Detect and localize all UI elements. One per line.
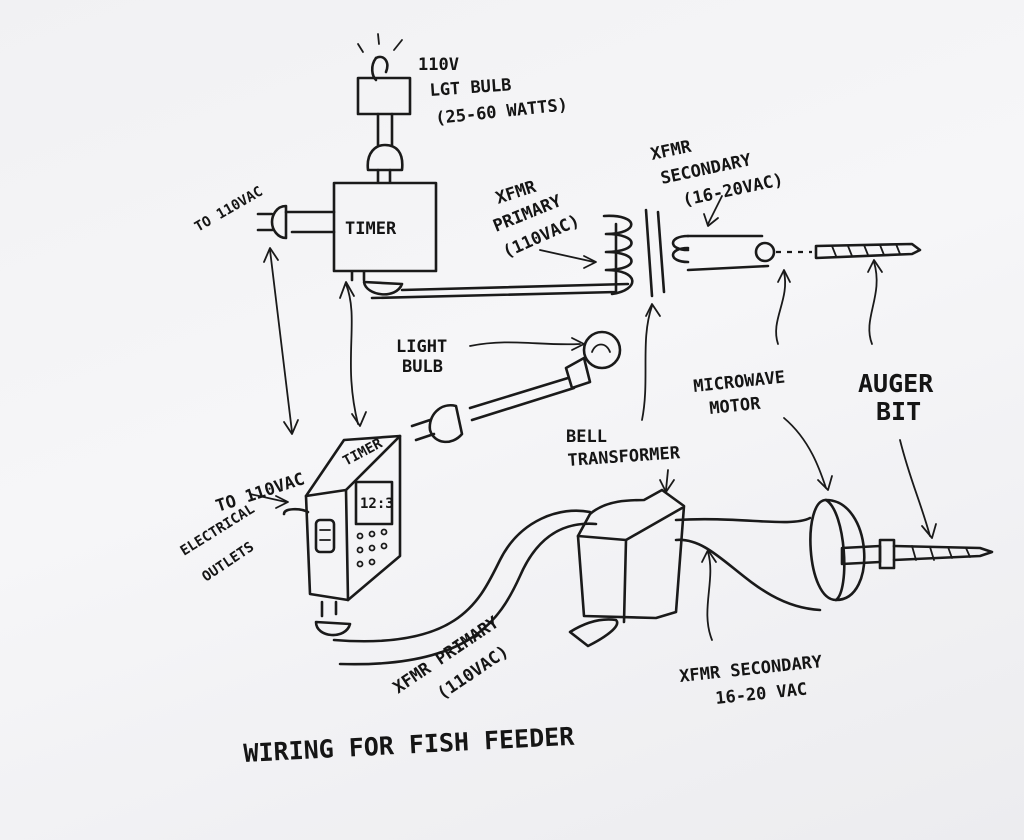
top-timer-box: TIMER xyxy=(332,181,438,273)
bulb-label-line2: LGT BULB xyxy=(429,75,512,101)
auger-bit-label-line1: AUGER xyxy=(858,369,934,398)
outlets-label-line3: OUTLETS xyxy=(199,539,257,585)
timer-top-label: TIMER xyxy=(345,219,397,239)
primary-cable xyxy=(332,509,598,666)
top-transformer xyxy=(602,208,922,298)
diagram-title: WIRING FOR FISH FEEDER xyxy=(243,722,576,768)
to-110vac-top-label: TO 110VAC xyxy=(192,184,266,236)
annotation-arrows xyxy=(249,195,937,641)
auger-bit-label-line2: BIT xyxy=(876,397,921,426)
light-bulb-label-line2: BULB xyxy=(402,357,443,377)
bulb-label-line1: 110V xyxy=(418,55,459,75)
microwave-motor xyxy=(809,498,994,602)
bell-transformer xyxy=(568,488,822,648)
bulb-label-line3: (25-60 WATTS) xyxy=(434,95,568,129)
top-light-bulb xyxy=(356,33,412,184)
microwave-motor-label-line2: MOTOR xyxy=(708,394,762,419)
xfmr-secondary-top-line1: XFMR xyxy=(649,137,694,165)
bottom-timer-box: 12:3 TIMER xyxy=(282,434,402,637)
bell-transformer-label-line1: BELL xyxy=(566,427,607,447)
top-timer-plug xyxy=(256,204,336,240)
bell-transformer-label-line2: TRANSFORMER xyxy=(567,443,681,471)
middle-light-bulb xyxy=(410,330,622,444)
light-bulb-label-line1: LIGHT xyxy=(396,337,447,357)
xfmr-secondary-bottom-line2: 16-20 VAC xyxy=(714,679,808,709)
microwave-motor-label-line1: MICROWAVE xyxy=(692,367,786,397)
timer-display: 12:3 xyxy=(360,496,394,512)
labels: 110V LGT BULB (25-60 WATTS) TO 110VAC XF… xyxy=(178,55,935,768)
